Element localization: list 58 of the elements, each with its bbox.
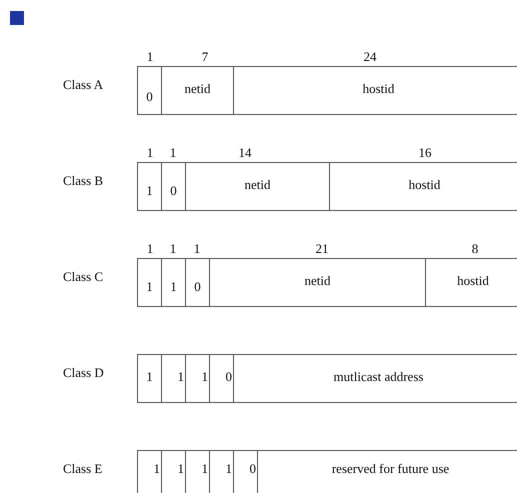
bit-field bbox=[185, 162, 330, 211]
bit-field bbox=[161, 66, 234, 115]
bit-field bbox=[137, 258, 162, 307]
field-value: 0 bbox=[226, 368, 232, 384]
bit-count: 21 bbox=[316, 242, 328, 256]
bit-field bbox=[137, 66, 162, 115]
bit-field bbox=[137, 162, 162, 211]
field-value: reserved for future use bbox=[332, 460, 450, 476]
field-value: 1 bbox=[202, 368, 208, 384]
field-value: 1 bbox=[226, 460, 232, 476]
field-value: hostid bbox=[457, 272, 489, 288]
bit-count: 1 bbox=[194, 242, 200, 256]
field-value: netid bbox=[304, 272, 330, 288]
field-value: netid bbox=[184, 80, 210, 96]
bit-field bbox=[233, 354, 517, 403]
field-value: 1 bbox=[178, 368, 184, 384]
field-value: mutlicast address bbox=[334, 368, 424, 384]
bit-count: 1 bbox=[146, 146, 154, 160]
bit-field bbox=[209, 354, 234, 403]
field-value: 1 bbox=[146, 368, 153, 384]
field-value: hostid bbox=[362, 80, 394, 96]
row-label: Class C bbox=[63, 270, 104, 284]
bit-field bbox=[185, 258, 210, 307]
field-value: 1 bbox=[178, 460, 184, 476]
bit-field bbox=[185, 354, 210, 403]
bit-field bbox=[161, 258, 186, 307]
field-value: netid bbox=[244, 176, 270, 192]
bit-field bbox=[329, 162, 517, 211]
field-value: 0 bbox=[194, 278, 201, 294]
bit-count: 1 bbox=[146, 242, 154, 256]
field-value: 0 bbox=[250, 460, 256, 476]
field-value: 0 bbox=[170, 182, 177, 198]
field-value: 1 bbox=[146, 182, 153, 198]
bit-count: 1 bbox=[170, 146, 176, 160]
bit-count: 1 bbox=[170, 242, 176, 256]
bit-field bbox=[161, 354, 186, 403]
row-label: Class D bbox=[63, 366, 104, 380]
bit-count: 7 bbox=[202, 50, 208, 64]
bit-field bbox=[425, 258, 517, 307]
bit-field bbox=[233, 66, 517, 115]
bit-field bbox=[137, 450, 162, 493]
bit-field bbox=[137, 354, 162, 403]
bit-count: 16 bbox=[418, 146, 432, 160]
row-label: Class B bbox=[63, 174, 104, 188]
field-value: 1 bbox=[170, 278, 177, 294]
bit-count: 24 bbox=[364, 50, 376, 64]
field-value: 0 bbox=[146, 88, 153, 104]
bit-field bbox=[209, 258, 426, 307]
field-value: hostid bbox=[408, 176, 440, 192]
field-value: 1 bbox=[202, 460, 208, 476]
bit-count: 14 bbox=[238, 146, 252, 160]
bit-count: 1 bbox=[146, 50, 154, 64]
field-value: 1 bbox=[154, 460, 160, 476]
bit-field bbox=[161, 162, 186, 211]
field-value: 1 bbox=[146, 278, 153, 294]
row-label: Class A bbox=[63, 78, 104, 92]
bit-count: 8 bbox=[472, 242, 478, 256]
row-label: Class E bbox=[63, 462, 102, 476]
